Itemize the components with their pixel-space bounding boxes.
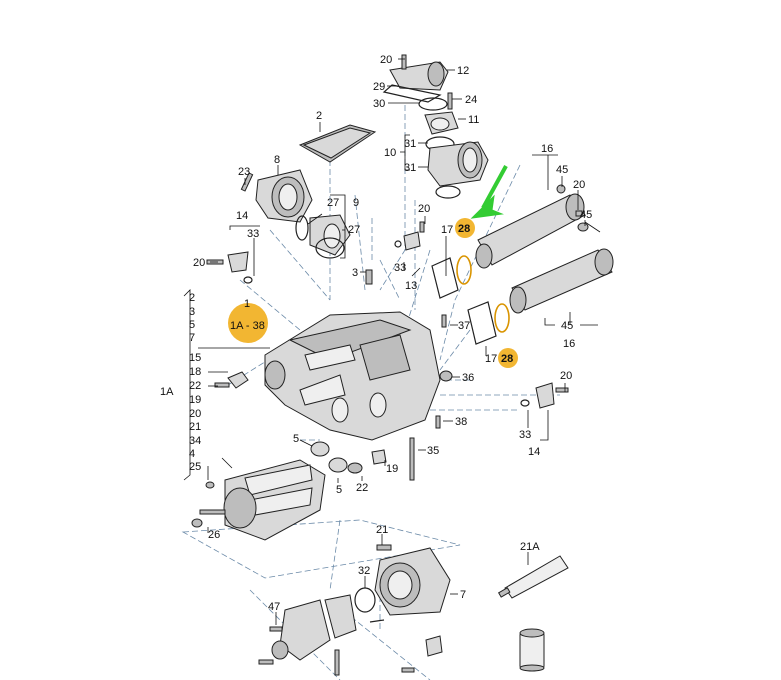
label-19: 19 — [386, 463, 398, 475]
label-1A: 1A — [160, 386, 174, 398]
housing-8 — [240, 169, 313, 223]
housing-fittings — [214, 269, 453, 481]
list-item-34: 34 — [189, 435, 201, 447]
label-31-lower: 31 — [404, 162, 416, 174]
label-9: 9 — [353, 197, 359, 209]
badge-28-upper: 28 — [458, 223, 470, 235]
label-35: 35 — [427, 445, 439, 457]
rotor-assembly — [191, 459, 326, 541]
highlight-badge-28-lower: 28 — [498, 348, 518, 368]
label-20-right-lower: 20 — [560, 370, 572, 382]
pulley-assembly — [258, 599, 443, 676]
label-33-right: 33 — [519, 429, 531, 441]
label-38: 38 — [455, 416, 467, 428]
list-item-15: 15 — [189, 352, 201, 364]
label-31-upper: 31 — [404, 138, 416, 150]
label-27-upper: 27 — [327, 197, 339, 209]
throttle-body-group — [424, 111, 489, 199]
badge-label-range: 1A - 38 — [230, 320, 265, 332]
sensor-13 — [394, 221, 425, 251]
label-45-upper: 45 — [556, 164, 568, 176]
label-24: 24 — [465, 94, 477, 106]
label-26: 26 — [208, 529, 220, 541]
label-14-left: 14 — [236, 210, 248, 222]
label-7: 7 — [460, 589, 466, 601]
label-33-mid: 33 — [394, 262, 406, 274]
intake-flange-group — [382, 54, 453, 111]
label-5-upper: 5 — [293, 433, 299, 445]
main-housing — [264, 311, 441, 441]
label-21A: 21A — [520, 541, 540, 553]
intercooler-upper — [475, 184, 589, 269]
label-16-upper: 16 — [541, 143, 553, 155]
highlight-badge-28-upper: 28 — [455, 218, 475, 238]
list-item-5: 5 — [189, 319, 195, 331]
list-item-18: 18 — [189, 366, 201, 378]
oil-can — [519, 628, 545, 672]
sealant-tube — [497, 555, 569, 599]
list-item-20: 20 — [189, 408, 201, 420]
badge-28-lower: 28 — [501, 353, 513, 365]
label-16-lower: 16 — [563, 338, 575, 350]
intercooler-lower — [509, 248, 614, 314]
adapter-9 — [295, 214, 351, 259]
label-14-right: 14 — [528, 446, 540, 458]
highlight-badge-range: 1 1A - 38 — [228, 298, 268, 343]
label-20-mid: 20 — [418, 203, 430, 215]
label-47: 47 — [268, 601, 280, 613]
list-item-25: 25 — [189, 461, 201, 473]
label-20-right-upper: 20 — [573, 179, 585, 191]
label-27-lower: 27 — [348, 224, 360, 236]
label-20: 20 — [380, 54, 392, 66]
label-20-left: 20 — [193, 257, 205, 269]
label-11: 11 — [468, 114, 479, 126]
arrow-icon — [470, 165, 508, 219]
label-5-lower: 5 — [336, 484, 342, 496]
label-10: 10 — [384, 147, 396, 159]
label-33-left: 33 — [247, 228, 259, 240]
list-item-7: 7 — [189, 332, 195, 344]
label-32: 32 — [358, 565, 370, 577]
cover-plate — [298, 124, 377, 163]
list-item-19: 19 — [189, 394, 201, 406]
label-36: 36 — [462, 372, 474, 384]
label-13: 13 — [405, 280, 417, 292]
label-17-lower: 17 — [485, 353, 497, 365]
sensor-14-left — [206, 251, 253, 284]
bottom-cover — [324, 544, 451, 639]
label-8: 8 — [274, 154, 280, 166]
label-21: 21 — [376, 524, 388, 536]
list-item-22: 22 — [189, 380, 201, 392]
label-45-right: 45 — [580, 209, 592, 221]
label-22: 22 — [356, 482, 368, 494]
intercooler-gaskets — [431, 255, 510, 345]
sensor-14-right — [520, 382, 569, 409]
label-12: 12 — [457, 65, 469, 77]
bearings-5 — [310, 441, 387, 474]
label-23: 23 — [238, 166, 250, 178]
part-labels: 20 12 29 30 24 2 11 31 10 31 16 45 20 8 … — [160, 54, 592, 613]
label-29: 29 — [373, 81, 385, 93]
label-2: 2 — [316, 110, 322, 122]
list-item-4: 4 — [189, 448, 195, 460]
list-item-21: 21 — [189, 421, 201, 433]
list-item-3: 3 — [189, 306, 195, 318]
label-3: 3 — [352, 267, 358, 279]
label-30: 30 — [373, 98, 385, 110]
list-item-2: 2 — [189, 292, 195, 304]
label-17-upper: 17 — [441, 224, 453, 236]
label-45-lower: 45 — [561, 320, 573, 332]
badge-label-1: 1 — [244, 298, 250, 310]
label-37: 37 — [458, 320, 470, 332]
